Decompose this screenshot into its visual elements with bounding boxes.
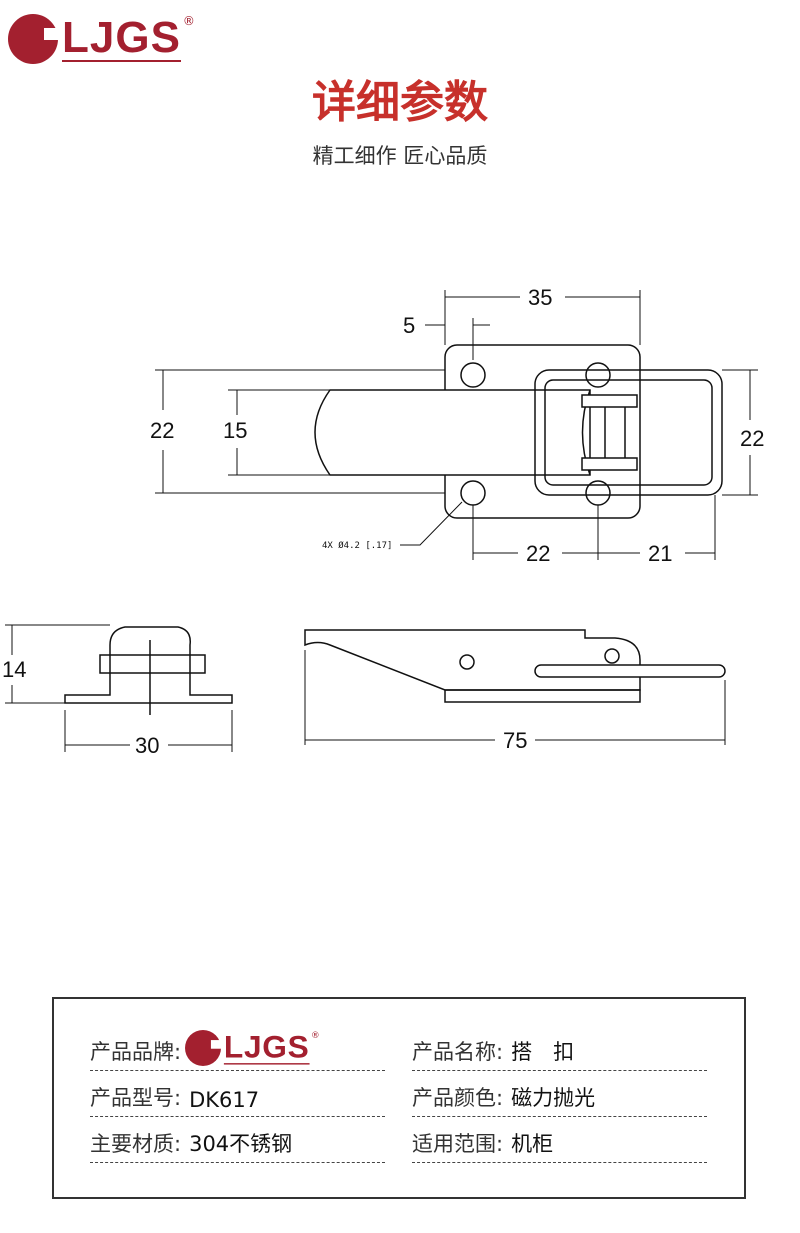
- brand-name: LJGS: [62, 13, 181, 62]
- top-view: [314, 344, 723, 519]
- spec-brand-logo: LJGS ®: [185, 1030, 320, 1066]
- dim-22-right: 22: [740, 426, 764, 451]
- top-view-dimensions: [155, 290, 758, 560]
- spec-model: 产品型号: DK617: [90, 1077, 385, 1117]
- spec-usage: 适用范围: 机柜: [412, 1123, 707, 1163]
- hammer-logo-icon: [185, 1030, 224, 1066]
- dim-35: 35: [528, 285, 552, 310]
- dim-15: 15: [223, 418, 247, 443]
- model-label: 产品型号:: [90, 1086, 182, 1110]
- dim-21: 21: [648, 541, 672, 566]
- spec-material: 主要材质: 304不锈钢: [90, 1123, 385, 1163]
- usage-value: 机柜: [511, 1132, 554, 1156]
- page-subtitle: 精工细作 匠心品质: [312, 144, 488, 168]
- name-label: 产品名称:: [412, 1040, 504, 1064]
- hammer-logo-icon: [8, 14, 62, 64]
- spec-table: 产品品牌: LJGS ® 产品名称: 搭 扣 产品型号: DK617 产品颜色: 磁力…: [52, 997, 746, 1199]
- dim-5: 5: [403, 313, 415, 338]
- hole-note: 4X Ø4.2 [.17]: [322, 540, 392, 551]
- dim-30: 30: [135, 733, 159, 758]
- spec-name: 产品名称: 搭 扣: [412, 1031, 707, 1071]
- model-value: DK617: [189, 1088, 260, 1112]
- brand-logo: LJGS ®: [8, 14, 195, 64]
- spec-color: 产品颜色: 磁力抛光: [412, 1077, 707, 1117]
- spec-brand: 产品品牌: LJGS ®: [90, 1030, 385, 1071]
- dim-75: 75: [503, 728, 527, 753]
- material-value: 304不锈钢: [189, 1132, 293, 1156]
- registered-mark: ®: [182, 14, 195, 28]
- page-title: 详细参数: [312, 77, 488, 128]
- dim-14: 14: [2, 657, 26, 682]
- front-view: [64, 626, 233, 715]
- dim-22-left: 22: [150, 418, 174, 443]
- technical-drawing: 35 5 22 15 22 22 21 4X Ø4.2 [.17] 14 30 …: [2, 285, 764, 758]
- color-label: 产品颜色:: [412, 1086, 504, 1110]
- spec-brand-name: LJGS: [223, 1029, 310, 1065]
- name-value: 搭 扣: [511, 1040, 575, 1064]
- side-view: [304, 629, 726, 703]
- brand-label: 产品品牌:: [90, 1040, 182, 1064]
- color-value: 磁力抛光: [511, 1086, 596, 1110]
- material-label: 主要材质:: [90, 1132, 182, 1156]
- usage-label: 适用范围:: [412, 1132, 504, 1156]
- dim-22-bottom: 22: [526, 541, 550, 566]
- registered-mark: ®: [311, 1030, 320, 1041]
